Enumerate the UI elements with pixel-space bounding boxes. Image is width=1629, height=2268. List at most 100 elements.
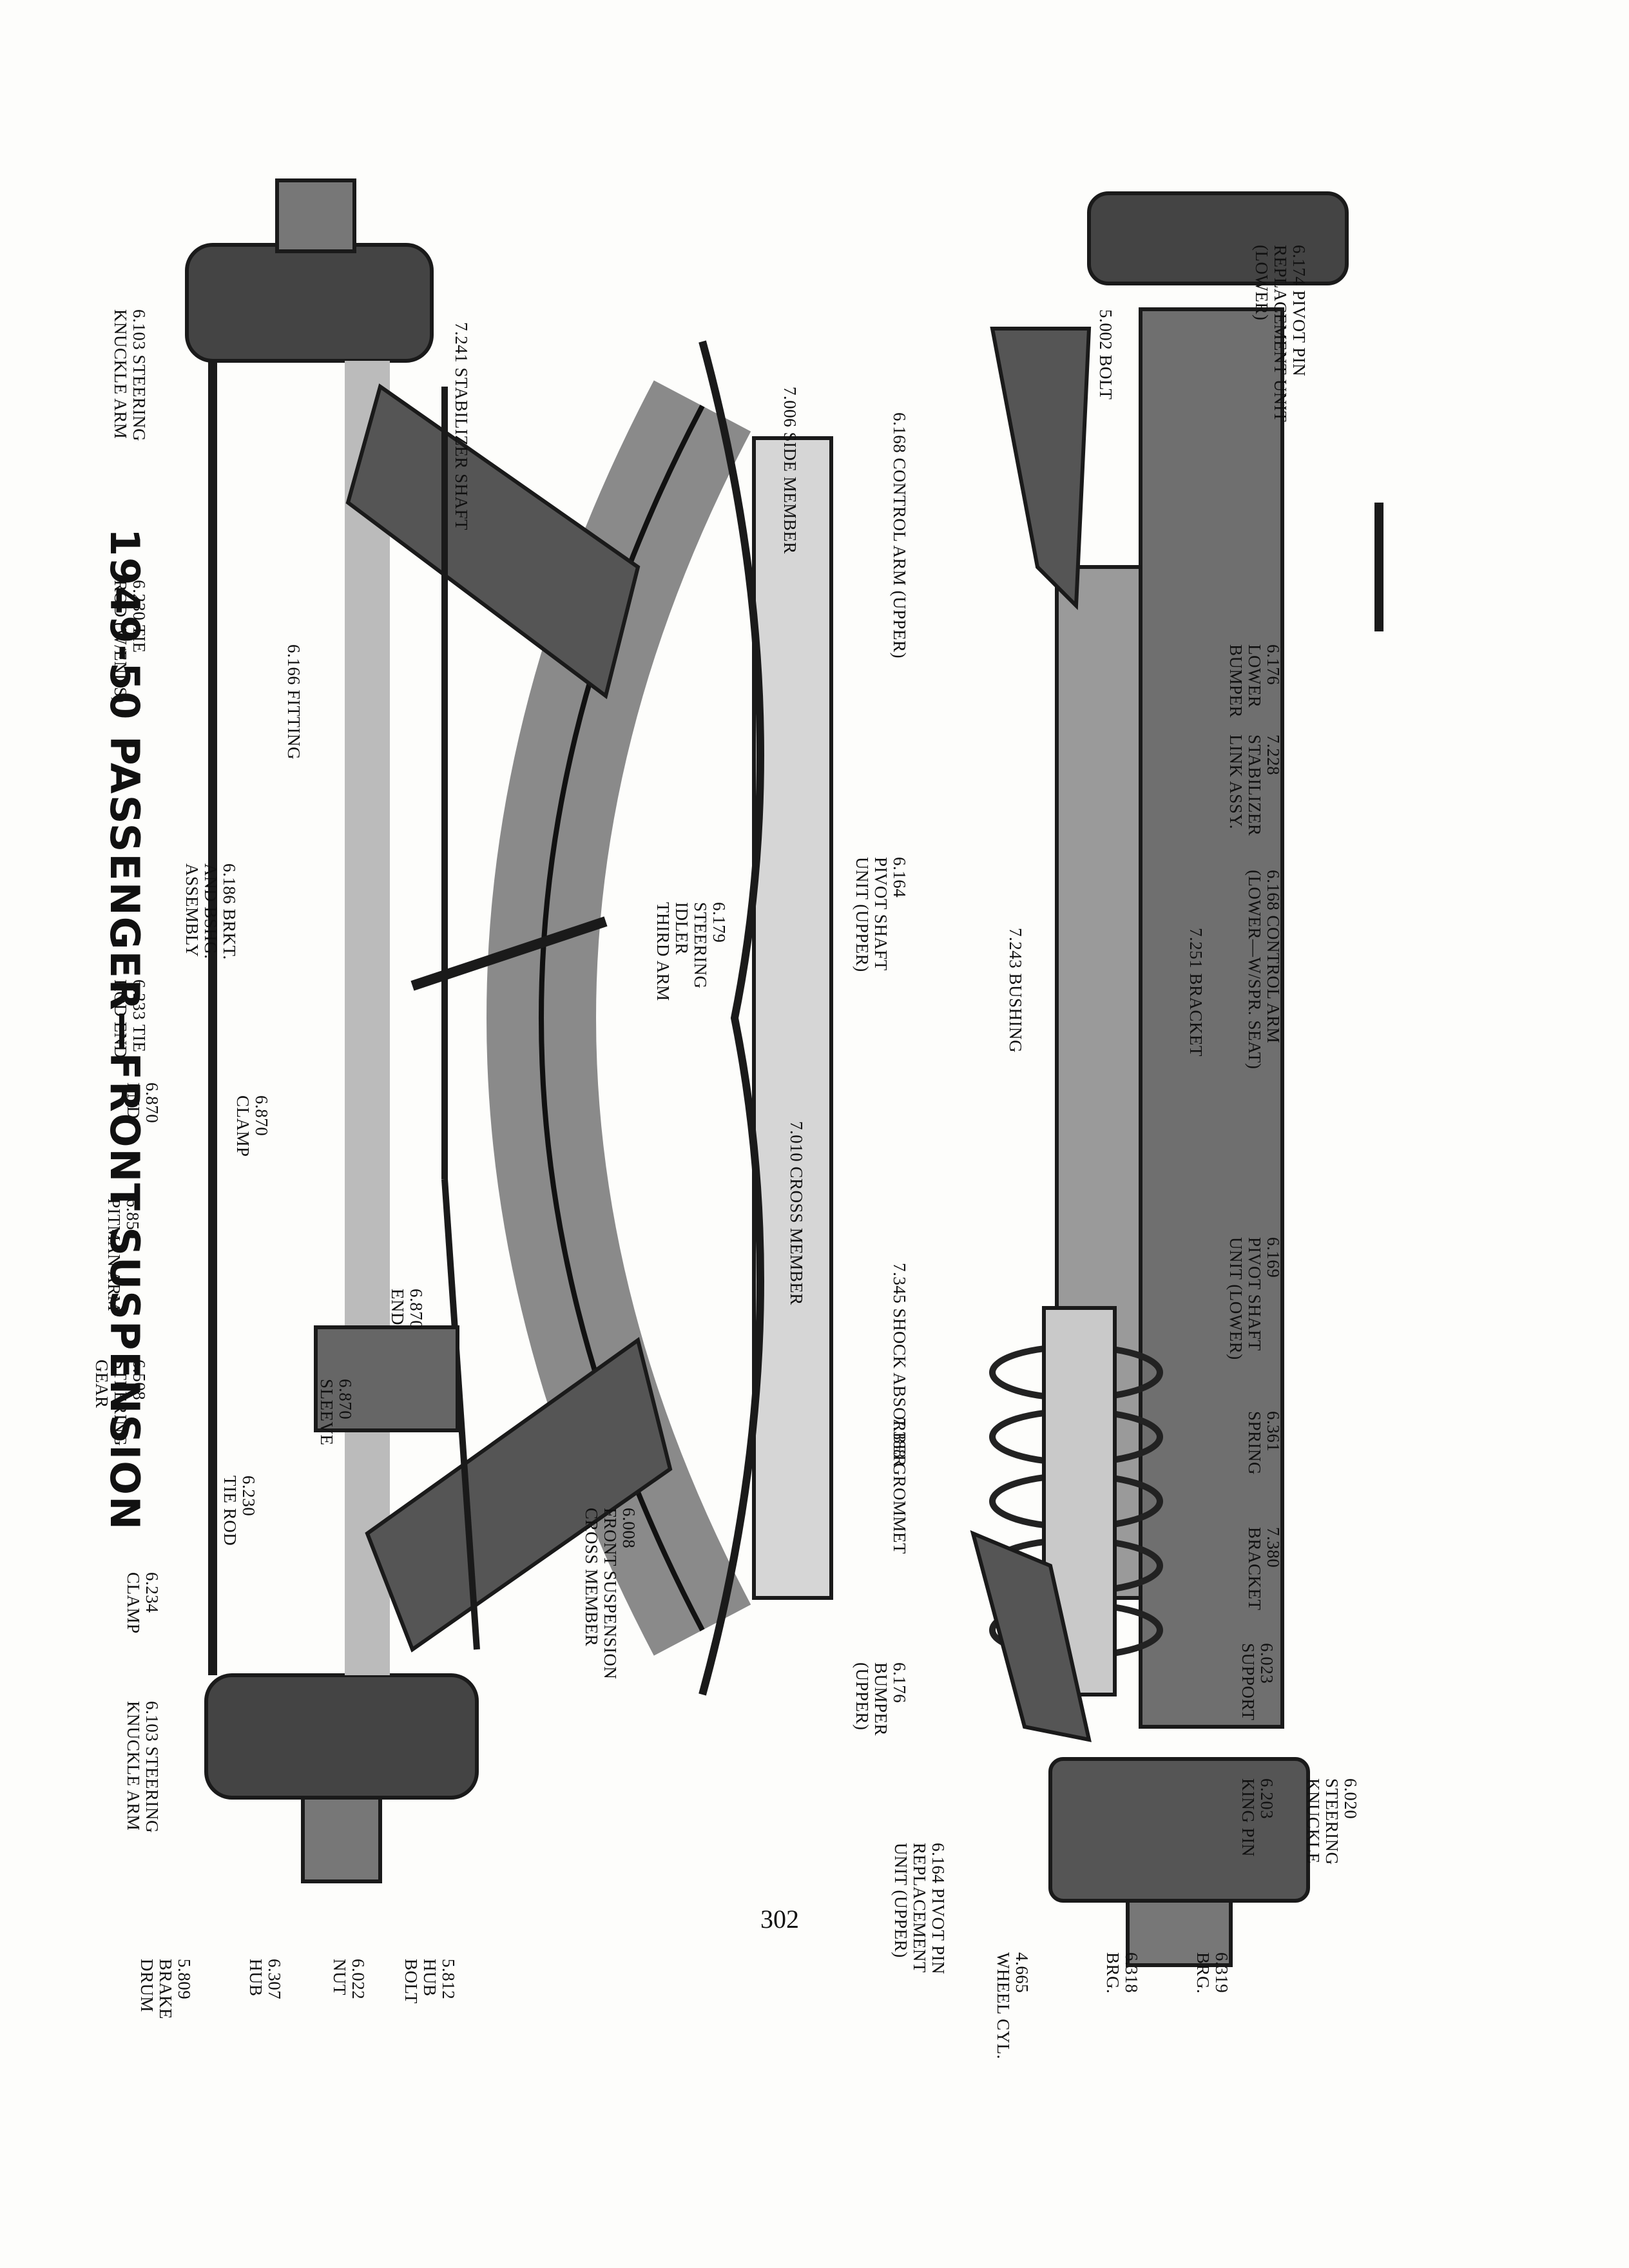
label-line: 7.251 BRACKET (1186, 928, 1206, 1057)
label-line: IDLER (672, 902, 691, 955)
label-fitting: 6.166 FITTING (284, 644, 304, 760)
label-line: 6.176 (890, 1662, 909, 1704)
label-line: 7.006 SIDE MEMBER (780, 387, 800, 554)
idler-arm (410, 916, 608, 991)
label-line: 6.179 (709, 902, 729, 943)
label-line: 6.169 (1264, 1237, 1283, 1278)
label-line: STEERING (1322, 1778, 1342, 1865)
label-line: THIRD ARM (653, 902, 673, 1001)
front-side-member (752, 436, 833, 1600)
lower-control-arm-body (1139, 307, 1284, 1729)
label-line: BUMPER (1226, 644, 1246, 718)
suspension-illustration (185, 178, 1383, 1967)
label-line: 6.870 (252, 1095, 271, 1137)
label-line: 6.361 (1264, 1411, 1283, 1452)
label-line: 7.010 CROSS MEMBER (787, 1121, 806, 1305)
lower-control-arm-left (345, 383, 641, 700)
label-line: 6.870 (407, 1289, 426, 1330)
label-line: WHEEL CYL. (994, 1952, 1013, 2059)
label-cross-member: 7.010 CROSS MEMBER (787, 1121, 806, 1305)
brake-drum-right (204, 1673, 479, 1800)
hub-right (301, 1796, 382, 1883)
label-line: 6.164 (890, 857, 909, 898)
stabilizer-shaft (699, 340, 764, 1696)
label-line: KNUCKLE ARM (111, 309, 130, 439)
label-line: PIVOT SHAFT (871, 857, 891, 971)
label-line: REPLACEMENT (910, 1843, 929, 1974)
label-line: 5.002 BOLT (1096, 309, 1115, 400)
label-bracket-251: 7.251 BRACKET (1186, 928, 1206, 1057)
label-line: 6.230 (239, 1475, 258, 1517)
label-line: (UPPER) (853, 1662, 872, 1731)
label-line: REPLACEMENT UNIT (1271, 245, 1290, 423)
label-line: 6.103 STEERING (130, 309, 149, 441)
label-control-arm-lower: 6.168 CONTROL ARM(LOWER—W/SPR. SEAT) (1245, 870, 1283, 1070)
label-line: SPRING (1245, 1411, 1264, 1475)
label-line: (LOWER) (1252, 245, 1271, 321)
label-line: BUMPER (871, 1662, 891, 1736)
label-line: 6.307 (265, 1959, 284, 2000)
label-line: 6.318 (1122, 1952, 1141, 1994)
label-line: UNIT (UPPER) (891, 1843, 911, 1958)
label-line: HUB (420, 1959, 439, 1997)
label-line: CLAMP (124, 1572, 143, 1634)
label-line: BRACKET (1245, 1527, 1264, 1611)
label-line: END (388, 1289, 407, 1325)
label-line: LOWER (1245, 644, 1264, 708)
label-line: UNIT (LOWER) (1226, 1237, 1246, 1360)
label-bracket-bushing: 6.186 BRKT.AND BSHG.ASSEMBLY (182, 863, 239, 960)
label-line: (LOWER—W/SPR. SEAT) (1245, 870, 1264, 1070)
label-line: 6.023 (1257, 1643, 1277, 1684)
label-stabilizer-shaft: 7.241 STABILIZER SHAFT (452, 322, 471, 531)
label-line: TIE ROD (220, 1475, 240, 1546)
label-line: HUB (246, 1959, 265, 1997)
label-line: CLAMP (233, 1095, 253, 1157)
label-line: 6.168 CONTROL ARM (UPPER) (890, 412, 909, 659)
label-line: CROSS MEMBER (582, 1508, 601, 1647)
label-line: 7.241 STABILIZER SHAFT (452, 322, 471, 531)
label-line: 5.812 (439, 1959, 458, 2000)
label-shock-absorber: 7.345 SHOCK ABSORBER (890, 1263, 909, 1467)
label-line: 6.022 (349, 1959, 368, 2000)
brake-drum-lower-left (1087, 191, 1349, 285)
label-line: 5.809 (175, 1959, 194, 2000)
label-line: 6.008 (619, 1508, 639, 1549)
label-line: STABILIZER (1245, 735, 1264, 836)
page-title: 1949-50 PASSENGER—FRONT SUSPENSION (101, 528, 148, 1531)
label-line: 6.203 (1257, 1778, 1277, 1820)
label-line: FRONT SUSPENSION (601, 1508, 620, 1680)
label-line: 6.234 (142, 1572, 162, 1613)
hub-left (275, 178, 356, 253)
label-line: BOLT (401, 1959, 421, 2004)
label-bolt: 5.002 BOLT (1096, 309, 1115, 400)
steering-gear (314, 1325, 459, 1432)
label-line: 6.020 (1341, 1778, 1360, 1820)
label-line: 6.166 FITTING (284, 644, 304, 760)
label-control-arm-upper: 6.168 CONTROL ARM (UPPER) (890, 412, 909, 658)
label-bushing: 7.243 BUSHING (1006, 928, 1025, 1053)
label-line: PIVOT SHAFT (1245, 1237, 1264, 1351)
label-line: 7.243 BUSHING (1006, 928, 1025, 1053)
label-line: LINK ASSY. (1226, 735, 1246, 830)
label-line: STEERING (691, 902, 710, 989)
label-line: AND BSHG. (201, 863, 220, 959)
